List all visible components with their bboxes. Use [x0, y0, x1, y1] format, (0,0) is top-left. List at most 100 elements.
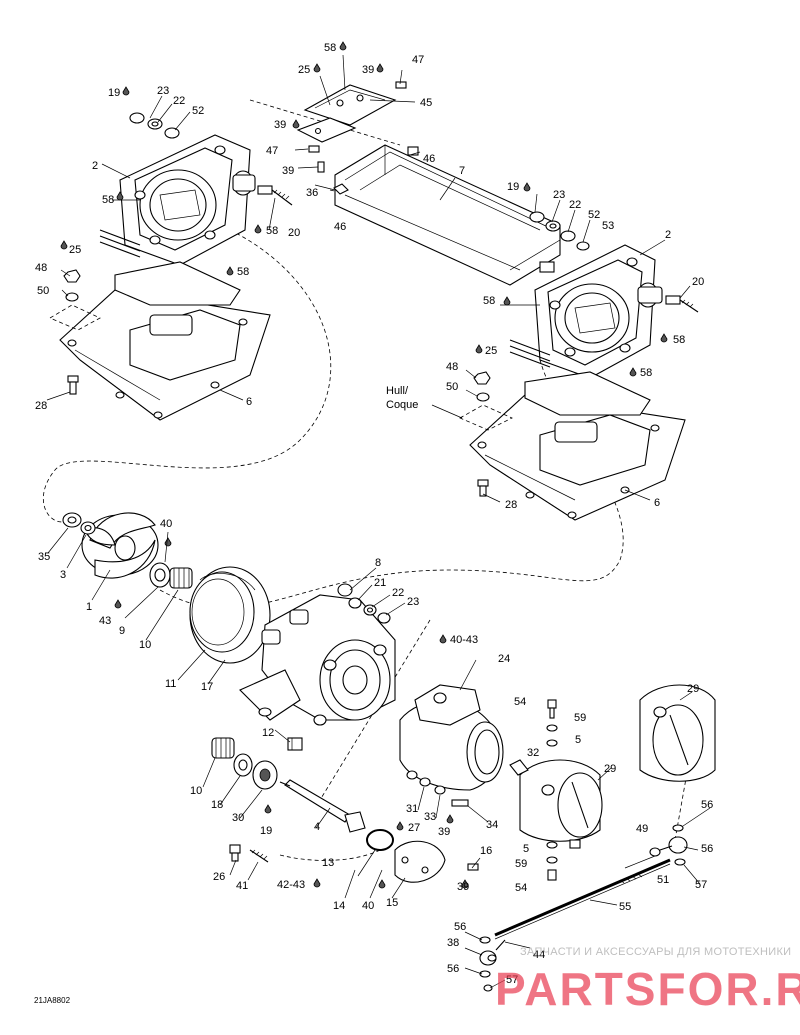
callout-label: 12 — [262, 727, 274, 739]
callout-label: Hull/ — [386, 385, 409, 397]
seal-35-and-washer-3 — [62, 512, 96, 535]
ride-plate-6-left — [59, 261, 271, 421]
ball-joint-38-44 — [479, 936, 506, 992]
callout-label: 10 — [139, 639, 151, 651]
clip-45 — [303, 84, 397, 126]
callout-label: 56 — [701, 843, 713, 855]
cover-15 — [394, 840, 446, 883]
clip-upper-left — [296, 117, 357, 143]
washers-right-top — [529, 211, 590, 251]
callout-label: 53 — [602, 220, 614, 232]
callout-label: 48 — [446, 361, 458, 373]
impeller-1 — [81, 512, 159, 579]
bearing-10-lower — [211, 737, 235, 759]
callout-label: 14 — [333, 900, 345, 912]
callout-label: 58 — [483, 295, 495, 307]
callout-label: 34 — [486, 819, 498, 831]
pivot-bolts-54-59-5 — [546, 699, 558, 881]
callout-label: 19 — [260, 825, 272, 837]
callout-label: 40 — [362, 900, 374, 912]
callout-label: 58 — [237, 266, 249, 278]
watermark-subtitle: ЗАПЧАСТИ И АКСЕССУАРЫ ДЛЯ МОТОТЕХНИКИ — [520, 946, 791, 958]
callout-label: 29 — [604, 763, 616, 775]
callout-label: 38 — [447, 937, 459, 949]
callout-label: 56 — [454, 921, 466, 933]
callout-label: 59 — [574, 712, 586, 724]
callout-label: 18 — [211, 799, 223, 811]
callout-label: 39 — [282, 165, 294, 177]
callout-label: 44 — [533, 949, 545, 961]
callout-label: 23 — [553, 189, 565, 201]
callout-label: 26 — [213, 871, 225, 883]
callout-label: 22 — [173, 95, 185, 107]
hardware-48-50-left — [49, 269, 101, 331]
callout-label: 52 — [192, 105, 204, 117]
callout-label: 22 — [392, 587, 404, 599]
callout-label: 13 — [322, 857, 334, 869]
callout-label: 42-43 — [277, 879, 305, 891]
watermark: ЗАПЧАСТИ И АКСЕССУАРЫ ДЛЯ МОТОТЕХНИКИ PA… — [495, 946, 800, 1015]
callout-label: 25 — [298, 64, 310, 76]
pump-housing-8 — [239, 583, 396, 726]
callout-label: 58 — [266, 225, 278, 237]
callout-label: 35 — [38, 551, 50, 563]
callout-label: 39 — [274, 119, 286, 131]
callout-label: 11 — [165, 678, 176, 690]
figure-code: 21JA8802 — [34, 996, 71, 1005]
washer-18 — [233, 753, 253, 777]
callout-label: 47 — [412, 54, 424, 66]
cap-12 — [287, 737, 303, 751]
callout-label: 5 — [523, 843, 529, 855]
callout-label: 48 — [35, 262, 47, 274]
callout-label: 19 — [108, 87, 120, 99]
callout-label: 6 — [654, 497, 660, 509]
callout-label: 1 — [86, 601, 92, 613]
washers-left-top — [129, 112, 180, 139]
callout-label: 33 — [424, 811, 436, 823]
callout-label: 51 — [657, 874, 669, 886]
ride-plate-6-right — [469, 371, 686, 521]
callout-label: 31 — [406, 803, 418, 815]
callout-label: 46 — [334, 221, 346, 233]
callout-label: 39 — [457, 881, 469, 893]
callout-label: 5 — [575, 734, 581, 746]
callout-label: 24 — [498, 653, 510, 665]
o-ring-13 — [366, 829, 394, 851]
callout-label: 56 — [447, 963, 459, 975]
hardware-48-50-right — [459, 371, 513, 431]
callout-label: 39 — [362, 64, 374, 76]
wear-ring-17 — [189, 566, 271, 664]
bolt-28-left — [67, 375, 79, 395]
callout-label: 49 — [636, 823, 648, 835]
callout-label: 3 — [60, 569, 66, 581]
screw-20-left — [257, 185, 293, 206]
callout-label: 57 — [695, 879, 707, 891]
callout-label: 2 — [92, 160, 98, 172]
callout-label: 45 — [420, 97, 432, 109]
callout-label: 19 — [507, 181, 519, 193]
callout-label: 58 — [102, 194, 114, 206]
callout-label: 58 — [324, 42, 336, 54]
callout-label: 40 — [160, 518, 172, 530]
boot-30 — [252, 760, 278, 790]
small-fasteners-top — [308, 81, 419, 195]
callout-label: 52 — [588, 209, 600, 221]
callout-label: 16 — [480, 845, 492, 857]
callout-label: 23 — [157, 85, 169, 97]
callout-label: 55 — [619, 901, 631, 913]
steering-rod-55 — [494, 858, 671, 940]
callout-label: 4 — [314, 821, 320, 833]
callout-label: 27 — [408, 822, 420, 834]
callout-label: 43 — [99, 615, 111, 627]
callout-label: 21 — [374, 577, 386, 589]
washers-31-33 — [419, 777, 469, 807]
support-bracket-7 — [334, 144, 561, 286]
bolt-28-right — [477, 479, 489, 497]
callout-label: Coque — [386, 399, 418, 411]
callout-label: 41 — [236, 880, 248, 892]
callout-label: 58 — [640, 367, 652, 379]
callout-label: 9 — [119, 625, 125, 637]
callout-label: 25 — [69, 244, 81, 256]
callout-label: 32 — [527, 747, 539, 759]
